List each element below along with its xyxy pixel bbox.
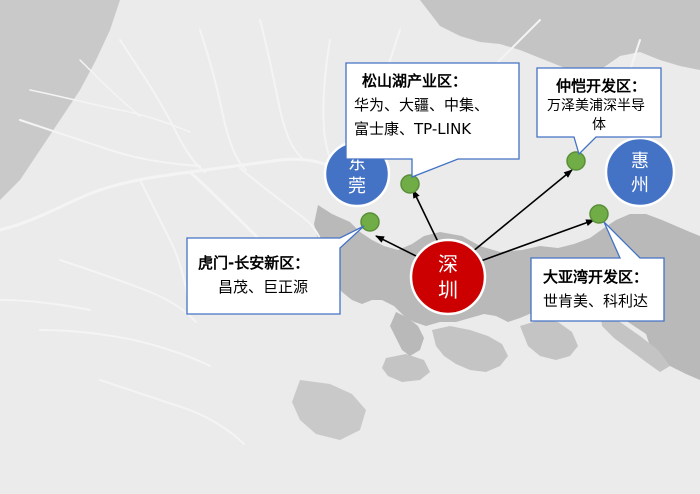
callout-line1-daya-bay: 世肯美、科利达 [543, 292, 648, 310]
callout-line2-zhongkai: 体 [592, 117, 606, 133]
zone-marker-humen-changan [360, 212, 380, 232]
land-east-coast [600, 312, 670, 372]
callout-daya-bay: 大亚湾开发区： 世肯美、科利达 [530, 221, 665, 322]
callout-line1-zhongkai: 万泽美浦深半导 [547, 98, 645, 114]
connection-arrows [375, 169, 595, 263]
arrow-to-songshan-lake [412, 189, 441, 247]
city-label-shenzhen-line2: 圳 [438, 278, 458, 302]
zone-marker-daya-bay [589, 204, 609, 224]
callout-line2-songshan-lake: 富士康、TP-LINK [354, 120, 472, 138]
arrow-to-daya-bay [477, 219, 595, 263]
callout-box-songshan-lake [345, 62, 520, 178]
callout-songshan-lake: 松山湖产业区： 华为、大疆、中集、 富士康、TP-LINK [345, 62, 520, 178]
city-shenzhen: 深 圳 [409, 238, 487, 316]
arrow-to-zhongkai [471, 169, 573, 253]
land-daya-bay-coast [520, 320, 578, 360]
city-label-huizhou-line2: 州 [631, 175, 649, 196]
city-label-dongguan-line2: 莞 [348, 176, 366, 197]
callout-humen-changan: 虎门-长安新区： 昌茂、巨正源 [186, 225, 365, 315]
land-southwest [292, 380, 366, 440]
city-circle-huizhou [604, 136, 676, 208]
land-hongkong-islands [432, 326, 508, 372]
callout-title-songshan-lake: 松山湖产业区： [362, 72, 467, 90]
callout-line1-songshan-lake: 华为、大疆、中集、 [354, 96, 489, 114]
land-mainland [314, 205, 700, 380]
land-northeast [420, 0, 700, 74]
zone-marker-songshan-lake [400, 174, 420, 194]
land-nanshan-peninsula [390, 312, 424, 356]
city-label-huizhou-line1: 惠 [631, 151, 649, 172]
callout-title-zhongkai: 仲恺开发区： [556, 77, 646, 95]
callout-box-daya-bay [530, 221, 665, 322]
city-circle-shenzhen [409, 238, 487, 316]
callout-box-zhongkai [536, 67, 662, 156]
land-lantau-island [382, 354, 430, 382]
city-huizhou: 惠 州 [604, 136, 676, 208]
callout-title-humen-changan: 虎门-长安新区： [198, 254, 309, 272]
callout-line1-humen-changan: 昌茂、巨正源 [218, 278, 308, 296]
land-northwest-hills [0, 0, 120, 200]
arrow-to-humen-changan [375, 235, 421, 259]
zone-marker-zhongkai [566, 151, 586, 171]
callout-zhongkai: 仲恺开发区： 万泽美浦深半导 体 [536, 67, 662, 156]
city-label-shenzhen-line1: 深 [438, 252, 458, 276]
callout-box-humen-changan [186, 225, 365, 315]
callout-title-daya-bay: 大亚湾开发区： [543, 268, 648, 286]
